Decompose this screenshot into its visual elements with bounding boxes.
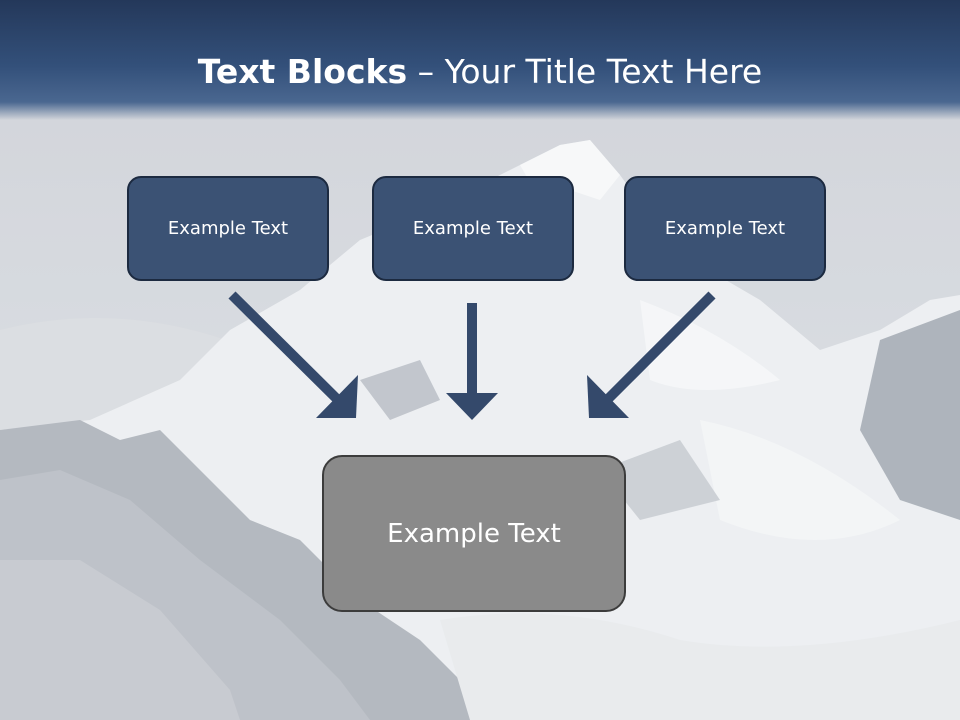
title-rest: Your Title Text Here xyxy=(444,52,763,91)
text-block-1-label: Example Text xyxy=(167,218,289,239)
text-block-2-label: Example Text xyxy=(412,218,534,239)
text-block-3-label: Example Text xyxy=(664,218,786,239)
arrow-right xyxy=(587,291,716,418)
text-block-result[interactable]: Example Text xyxy=(322,455,626,612)
slide-title: Text Blocks – Your Title Text Here xyxy=(0,52,960,91)
title-bold: Text Blocks xyxy=(197,52,408,91)
title-bar xyxy=(0,0,960,120)
text-block-2[interactable]: Example Text xyxy=(372,176,574,281)
title-separator: – xyxy=(407,52,445,91)
arrow-middle xyxy=(446,303,498,420)
text-block-result-label: Example Text xyxy=(387,518,561,549)
text-block-3[interactable]: Example Text xyxy=(624,176,826,281)
arrow-left xyxy=(228,291,358,418)
text-block-1[interactable]: Example Text xyxy=(127,176,329,281)
